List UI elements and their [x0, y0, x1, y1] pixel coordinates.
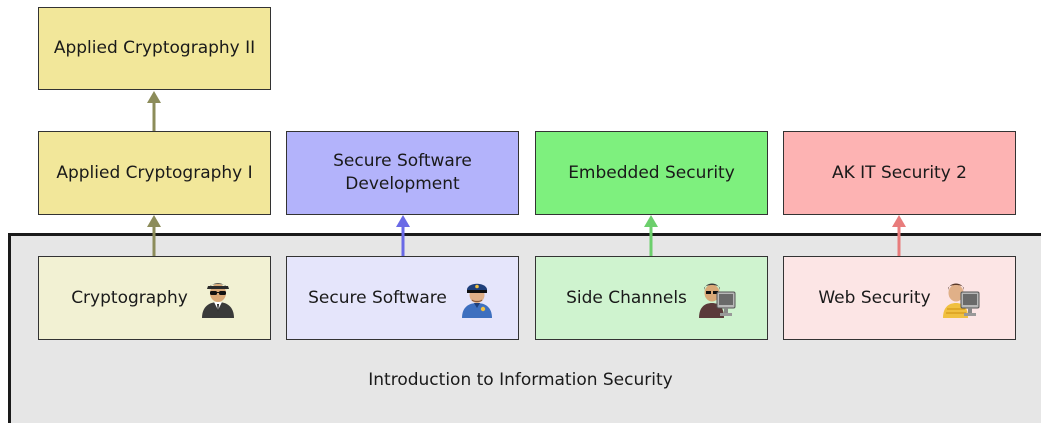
topic-label: Secure Software [308, 287, 447, 308]
course-ak-it-security-2: AK IT Security 2 [783, 131, 1016, 215]
course-label: Applied Cryptography I [56, 162, 253, 183]
course-applied-cryptography-2: Applied Cryptography II [38, 7, 271, 90]
course-embedded-security: Embedded Security [535, 131, 768, 215]
course-label-line2: Development [345, 174, 460, 194]
topic-web-security: Web Security [783, 256, 1016, 340]
course-secure-software-development: Secure Software Development [286, 131, 519, 215]
topic-label: Side Channels [566, 287, 687, 308]
topic-label: Cryptography [71, 287, 188, 308]
user-computer-icon [942, 283, 980, 318]
topic-label: Web Security [818, 287, 931, 308]
course-label: Applied Cryptography II [53, 38, 256, 59]
intro-info-security-label: Introduction to Information Security [368, 370, 673, 390]
topic-side-channels: Side Channels [535, 256, 768, 340]
course-applied-cryptography-1: Applied Cryptography I [38, 131, 271, 215]
course-label: AK IT Security 2 [831, 162, 967, 183]
spy-icon [201, 283, 234, 318]
arrow-crypto1-to-crypto2 [147, 91, 161, 131]
police-officer-icon [461, 283, 492, 318]
course-label: Embedded Security [568, 162, 735, 183]
course-label-line1: Secure Software [333, 151, 472, 172]
topic-secure-software: Secure Software [286, 256, 519, 340]
hacker-computer-icon [698, 283, 736, 318]
topic-cryptography: Cryptography [38, 256, 271, 340]
